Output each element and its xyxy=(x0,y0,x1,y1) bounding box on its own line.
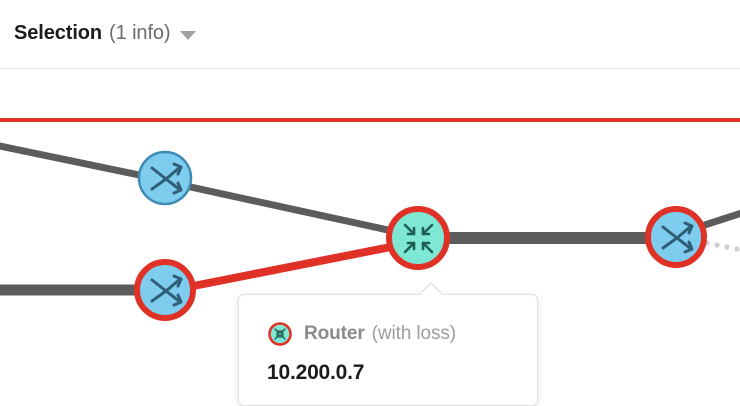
panel-header: Selection (1 info) xyxy=(0,0,740,69)
graph-node-upper-left[interactable] xyxy=(137,150,193,206)
graph-node-selected-router[interactable] xyxy=(386,206,450,270)
router-converge-arrows-icon xyxy=(268,322,292,346)
graph-node-lower-left[interactable] xyxy=(134,259,196,321)
shuffle-arrows-icon xyxy=(150,274,183,307)
tooltip-node-type: Router xyxy=(304,323,365,344)
ellipsis-dots xyxy=(704,240,740,252)
node-tooltip: Router (with loss) 10.200.0.7 xyxy=(238,282,538,406)
tooltip-heading: Router (with loss) xyxy=(267,321,456,347)
shuffle-arrows-icon xyxy=(150,162,183,195)
tooltip-node-qualifier: (with loss) xyxy=(371,323,457,344)
tooltip-node-address: 10.200.0.7 xyxy=(267,361,365,384)
page-title: Selection xyxy=(14,22,103,44)
tooltip-pointer xyxy=(419,284,443,296)
link-upper-to-selected[interactable] xyxy=(162,177,421,241)
router-converge-arrows-icon xyxy=(403,223,434,254)
shuffle-arrows-icon xyxy=(661,221,694,254)
link-lower-to-selected[interactable] xyxy=(162,237,422,296)
chevron-down-icon[interactable] xyxy=(180,31,197,40)
selection-dropdown[interactable]: Selection (1 info) xyxy=(14,22,197,45)
selection-count: (1 info) xyxy=(109,22,171,44)
graph-node-right[interactable] xyxy=(645,206,707,268)
